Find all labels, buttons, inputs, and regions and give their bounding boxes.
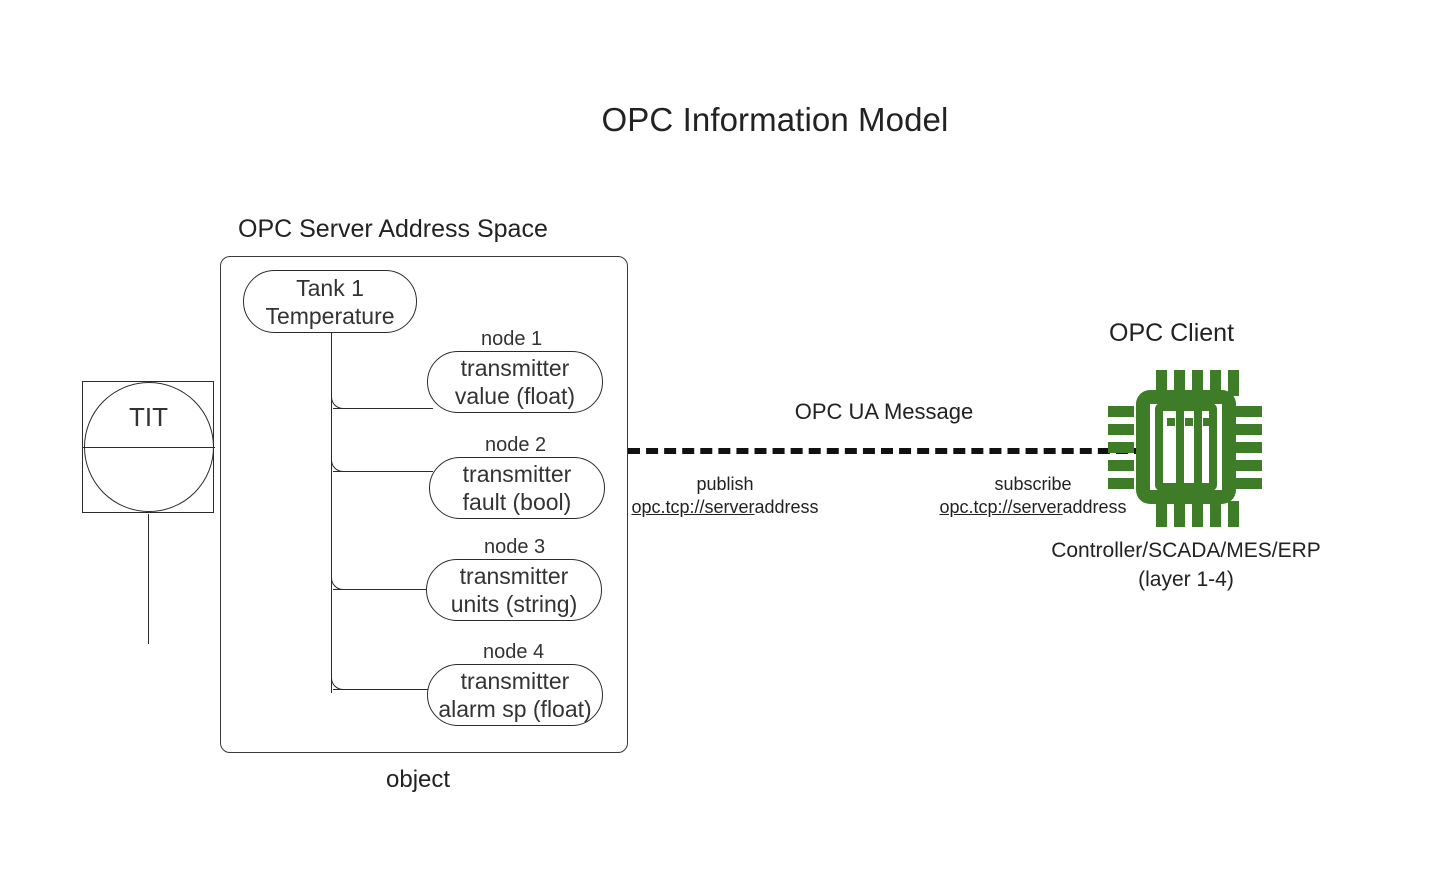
instrument-bubble-tit: TIT	[82, 381, 216, 515]
instrument-divider	[82, 447, 215, 448]
node-2-line2: fault (bool)	[462, 489, 572, 515]
publish-url-plain: address	[754, 497, 819, 517]
node-1-transmitter-value[interactable]: transmitter value (float)	[427, 351, 603, 413]
node-4-line1: transmitter	[460, 668, 570, 694]
cpu-chip-icon	[1103, 366, 1269, 530]
node-1-caption: node 1	[481, 328, 543, 350]
node-root-tank1-temperature[interactable]: Tank 1 Temperature	[243, 270, 417, 333]
node-3-line2: units (string)	[450, 591, 578, 617]
address-space-caption: OPC Server Address Space	[238, 215, 548, 243]
page-title-text: OPC Information Model	[601, 101, 949, 138]
opc-client-subtitle-line1: Controller/SCADA/MES/ERP	[1051, 539, 1321, 562]
tree-branch-3	[333, 589, 431, 590]
node-1-line1: transmitter	[460, 355, 570, 381]
node-4-line2: alarm sp (float)	[438, 696, 592, 722]
tree-branch-4	[333, 689, 433, 690]
node-1-line2: value (float)	[454, 383, 576, 409]
opc-client-subtitle: Controller/SCADA/MES/ERP (layer 1-4)	[960, 536, 1412, 594]
node-root-line1: Tank 1	[296, 274, 364, 301]
publish-endpoint: publish opc.tcp://serveraddress	[620, 473, 830, 519]
subscribe-url-plain: address	[1062, 497, 1127, 517]
subscribe-label: subscribe	[994, 474, 1072, 494]
node-3-caption: node 3	[484, 536, 546, 558]
opc-ua-message-label: OPC UA Message	[794, 399, 974, 424]
address-space-container	[220, 256, 628, 753]
tree-branch-2	[333, 471, 433, 472]
node-3-transmitter-units[interactable]: transmitter units (string)	[426, 559, 602, 621]
subscribe-endpoint: subscribe opc.tcp://serveraddress	[928, 473, 1138, 519]
object-caption: object	[386, 766, 451, 793]
tree-branch-1	[333, 408, 433, 409]
tree-trunk-line	[331, 331, 332, 693]
node-4-transmitter-alarm-sp[interactable]: transmitter alarm sp (float)	[427, 664, 603, 726]
publish-url-linked[interactable]: opc.tcp://server	[631, 497, 755, 517]
subscribe-url-linked[interactable]: opc.tcp://server	[939, 497, 1063, 517]
node-3-line1: transmitter	[459, 563, 569, 589]
publish-label: publish	[696, 474, 754, 494]
node-root-line2: Temperature	[265, 302, 395, 329]
node-2-transmitter-fault[interactable]: transmitter fault (bool)	[429, 457, 605, 519]
node-4-caption: node 4	[483, 641, 545, 663]
page-title: OPC Information Model	[0, 98, 1452, 142]
opc-ua-message-dashed-line	[628, 448, 1146, 454]
node-2-caption: node 2	[485, 434, 547, 456]
instrument-stem-line	[148, 514, 149, 644]
instrument-tag-label: TIT	[129, 402, 168, 432]
node-2-line1: transmitter	[462, 461, 572, 487]
opc-client-subtitle-line2: (layer 1-4)	[1138, 568, 1234, 591]
publish-url[interactable]: opc.tcp://serveraddress	[620, 496, 830, 519]
subscribe-url[interactable]: opc.tcp://serveraddress	[928, 496, 1138, 519]
opc-client-caption: OPC Client	[1109, 319, 1235, 347]
